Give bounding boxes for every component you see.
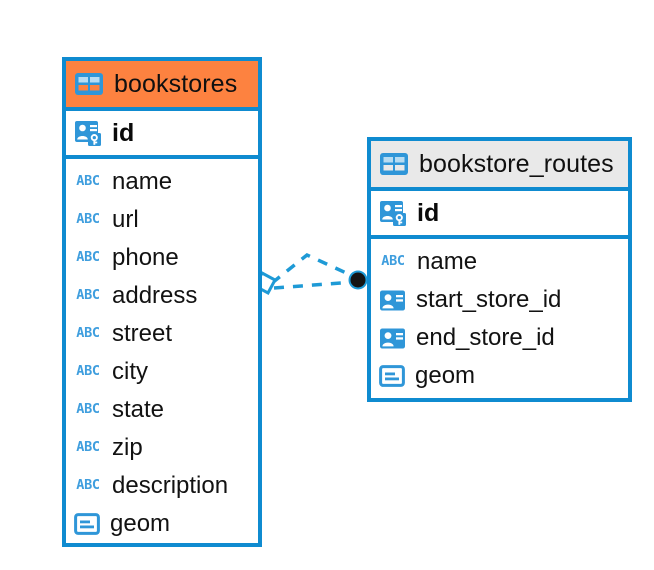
text-field-icon: ABC xyxy=(381,253,405,270)
field-name-label: address xyxy=(112,282,198,309)
primary-key-icon xyxy=(74,118,104,148)
field-row-address[interactable]: ABC address xyxy=(74,277,250,315)
field-name-label: geom xyxy=(415,362,476,389)
field-name-label: city xyxy=(112,358,148,385)
entity-header-bookstores[interactable]: bookstores xyxy=(66,61,258,111)
field-name-label: phone xyxy=(112,244,179,271)
field-row-geom[interactable]: geom xyxy=(74,505,250,543)
foreign-key-icon xyxy=(379,288,406,313)
field-row-end-store-id[interactable]: end_store_id xyxy=(379,319,620,357)
primary-key-icon xyxy=(379,198,409,228)
foreign-key-icon xyxy=(379,326,406,351)
geometry-field-icon xyxy=(74,512,100,536)
primary-key-row-bookstore-routes[interactable]: id xyxy=(371,191,628,239)
text-field-icon: ABC xyxy=(76,249,100,266)
geometry-field-icon xyxy=(379,364,405,388)
entity-name-label: bookstore_routes xyxy=(419,149,614,178)
primary-key-label: id xyxy=(417,198,440,227)
primary-key-label: id xyxy=(112,118,135,147)
field-name-label: start_store_id xyxy=(416,286,562,313)
field-name-label: name xyxy=(417,248,478,275)
relationship-connector[interactable] xyxy=(250,235,380,310)
entity-table-bookstores[interactable]: bookstores id xyxy=(62,57,262,547)
entity-table-bookstore-routes[interactable]: bookstore_routes id xyxy=(367,137,632,402)
field-row-url[interactable]: ABC url xyxy=(74,201,250,239)
field-row-start-store-id[interactable]: start_store_id xyxy=(379,281,620,319)
field-row-state[interactable]: ABC state xyxy=(74,391,250,429)
field-name-label: name xyxy=(112,168,173,195)
field-name-label: end_store_id xyxy=(416,324,555,351)
field-list-bookstores: ABC name ABC url ABC phone ABC xyxy=(66,159,258,543)
entity-name-label: bookstores xyxy=(114,69,238,98)
field-name-label: url xyxy=(112,206,139,233)
text-field-icon: ABC xyxy=(76,211,100,228)
text-field-icon: ABC xyxy=(76,287,100,304)
field-row-zip[interactable]: ABC zip xyxy=(74,429,250,467)
field-name-label: state xyxy=(112,396,165,423)
entity-header-bookstore-routes[interactable]: bookstore_routes xyxy=(371,141,628,191)
table-icon xyxy=(74,72,104,96)
field-list-bookstore-routes: ABC name start_store_id xyxy=(371,239,628,395)
field-name-label: geom xyxy=(110,510,171,537)
field-name-label: zip xyxy=(112,434,143,461)
text-field-icon: ABC xyxy=(76,477,100,494)
field-row-geom[interactable]: geom xyxy=(379,357,620,395)
field-row-name[interactable]: ABC name xyxy=(74,163,250,201)
text-field-icon: ABC xyxy=(76,401,100,418)
text-field-icon: ABC xyxy=(76,325,100,342)
field-name-label: description xyxy=(112,472,229,499)
relationship-line-upper xyxy=(270,252,356,285)
field-row-city[interactable]: ABC city xyxy=(74,353,250,391)
text-field-icon: ABC xyxy=(76,439,100,456)
text-field-icon: ABC xyxy=(76,173,100,190)
table-icon xyxy=(379,152,409,176)
field-row-description[interactable]: ABC description xyxy=(74,467,250,505)
relationship-line-lower xyxy=(273,280,355,290)
field-name-label: street xyxy=(112,320,173,347)
field-row-street[interactable]: ABC street xyxy=(74,315,250,353)
field-row-phone[interactable]: ABC phone xyxy=(74,239,250,277)
filled-circle-marker xyxy=(348,270,368,290)
field-row-name[interactable]: ABC name xyxy=(379,243,620,281)
text-field-icon: ABC xyxy=(76,363,100,380)
primary-key-row-bookstores[interactable]: id xyxy=(66,111,258,159)
